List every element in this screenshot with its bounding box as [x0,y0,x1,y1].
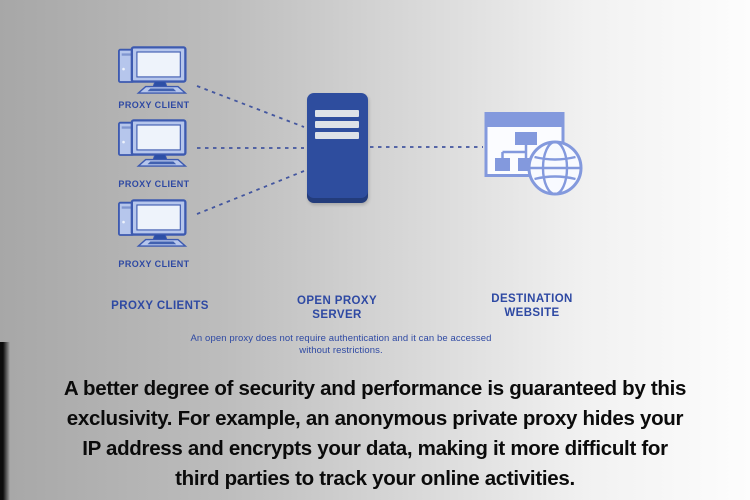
pc-screen [136,124,181,151]
pc-stand [152,81,168,88]
pc-screen [136,204,181,231]
dashed-line-client3-server [196,170,305,215]
open-proxy-server-label: OPEN PROXY SERVER [296,295,378,321]
proxy-clients-group-label: PROXY CLIENTS [111,300,209,312]
description-line: IP address and encrypts your data, makin… [82,437,668,460]
website-globe-icon [484,112,583,196]
destination-website-label: DESTINATION WEBSITE [491,293,573,319]
left-edge-shadow [0,342,10,500]
globe-latitudes [529,155,581,181]
description-paragraph: A better degree of security and performa… [0,374,750,494]
diagram-caption: An open proxy does not require authentic… [190,333,492,356]
proxy-client-label: PROXY CLIENT [118,259,190,269]
desktop-computer-icon [118,46,188,94]
desktop-computer-icon [118,119,188,167]
proxy-client-label: PROXY CLIENT [118,179,190,189]
pc-screen [136,51,181,78]
server-slot [315,110,359,117]
description-line: third parties to track your online activ… [175,467,575,490]
description-line: exclusivity. For example, an anonymous p… [66,407,684,430]
pc-stand [152,234,168,241]
proxy-server-icon [307,93,368,203]
sitemap-left-node [495,158,510,171]
server-slot [315,132,359,139]
description-line: A better degree of security and performa… [63,377,687,400]
connection-lines [196,85,483,215]
sitemap-connectors [501,145,528,158]
sitemap-top-node [515,132,537,145]
desktop-computer-icon [118,199,188,247]
server-slot [315,121,359,128]
browser-titlebar [484,112,565,127]
proxy-client-label: PROXY CLIENT [118,100,190,110]
pc-stand [152,154,168,161]
dashed-line-client1-server [196,85,305,128]
